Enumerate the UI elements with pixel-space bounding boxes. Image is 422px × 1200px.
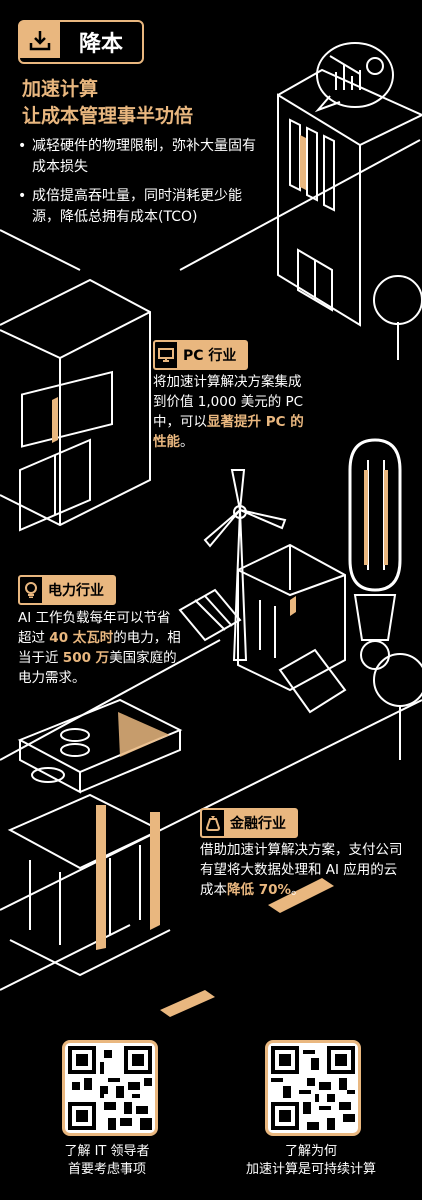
benefit-list: 减轻硬件的物理限制，弥补大量固有成本损失 成倍提高吞吐量，同时消耗更少能源，降低…	[18, 136, 268, 236]
header-badge: 降本	[18, 20, 144, 64]
power-text-b: 的电力，相当于近	[18, 630, 181, 666]
headline: 加速计算 让成本管理事半功倍	[22, 76, 193, 130]
chart-bubble-icon	[314, 42, 394, 113]
qr-right-caption-1: 了解为何	[284, 1144, 337, 1159]
tag-finance: 金融行业	[200, 808, 298, 838]
benefit-item: 减轻硬件的物理限制，弥补大量固有成本损失	[18, 136, 268, 178]
headline-line-1: 加速计算	[22, 78, 99, 100]
qr-right-caption-2: 加速计算是可持续计算	[245, 1162, 376, 1177]
office-building	[277, 68, 422, 360]
qr-left-caption-2: 首要考虑事项	[67, 1162, 146, 1177]
tag-power: 电力行业	[18, 575, 116, 605]
power-text-a: AI 工作负载每年可以节省超过	[18, 610, 171, 646]
wind-turbine	[203, 469, 287, 661]
power-highlight-2: 500 万	[62, 650, 110, 666]
power-station	[237, 543, 346, 692]
tag-pc: PC 行业	[153, 340, 249, 370]
cost-down-icon	[20, 22, 60, 58]
qr-left-caption: 了解 IT 领导者 首要考虑事项	[32, 1143, 182, 1179]
qr-left-caption-1: 了解 IT 领导者	[64, 1144, 150, 1159]
pc-building	[0, 278, 151, 532]
tag-power-label: 电力行业	[42, 577, 114, 603]
pc-text: 将加速计算解决方案集成到价值 1,000 美元的 PC 中，可以	[153, 374, 304, 430]
power-highlight-1: 40 太瓦时	[49, 630, 114, 646]
solar-panels	[178, 588, 347, 714]
badge-label: 降本	[78, 32, 123, 57]
finance-highlight: 降低 70%	[227, 882, 292, 898]
lightbulb-icon	[20, 579, 42, 601]
pc-description: 将加速计算解决方案集成到价值 1,000 美元的 PC 中，可以显著提升 PC …	[153, 372, 313, 452]
power-text-c: 美国家庭的电力需求。	[18, 650, 177, 686]
qr-pattern	[68, 1046, 152, 1130]
pc-text-end: 。	[180, 434, 194, 450]
qr-code-right[interactable]	[265, 1040, 361, 1136]
tag-finance-label: 金融行业	[224, 810, 296, 836]
tag-pc-label: PC 行业	[177, 342, 247, 368]
qr-right-caption: 了解为何 加速计算是可持续计算	[225, 1143, 397, 1179]
headline-line-2: 让成本管理事半功倍	[22, 105, 194, 127]
money-bag-icon	[202, 812, 224, 834]
benefit-item: 成倍提高吞吐量，同时消耗更少能源，降低总拥有成本(TCO)	[18, 186, 268, 228]
finance-text-end: 。	[291, 882, 305, 898]
qr-code-left[interactable]	[62, 1040, 158, 1136]
power-description: AI 工作负载每年可以节省超过 40 太瓦时的电力，相当于近 500 万美国家庭…	[18, 608, 183, 688]
pc-highlight: 显著提升 PC 的性能	[153, 414, 304, 450]
lightbulb-illustration	[348, 438, 402, 670]
qr-pattern	[271, 1046, 355, 1130]
monitor-icon	[155, 344, 177, 366]
finance-text: 借助加速计算解决方案，支付公司有望将大数据处理和 AI 应用的云成本	[200, 842, 403, 898]
finance-description: 借助加速计算解决方案，支付公司有望将大数据处理和 AI 应用的云成本降低 70%…	[200, 840, 410, 900]
